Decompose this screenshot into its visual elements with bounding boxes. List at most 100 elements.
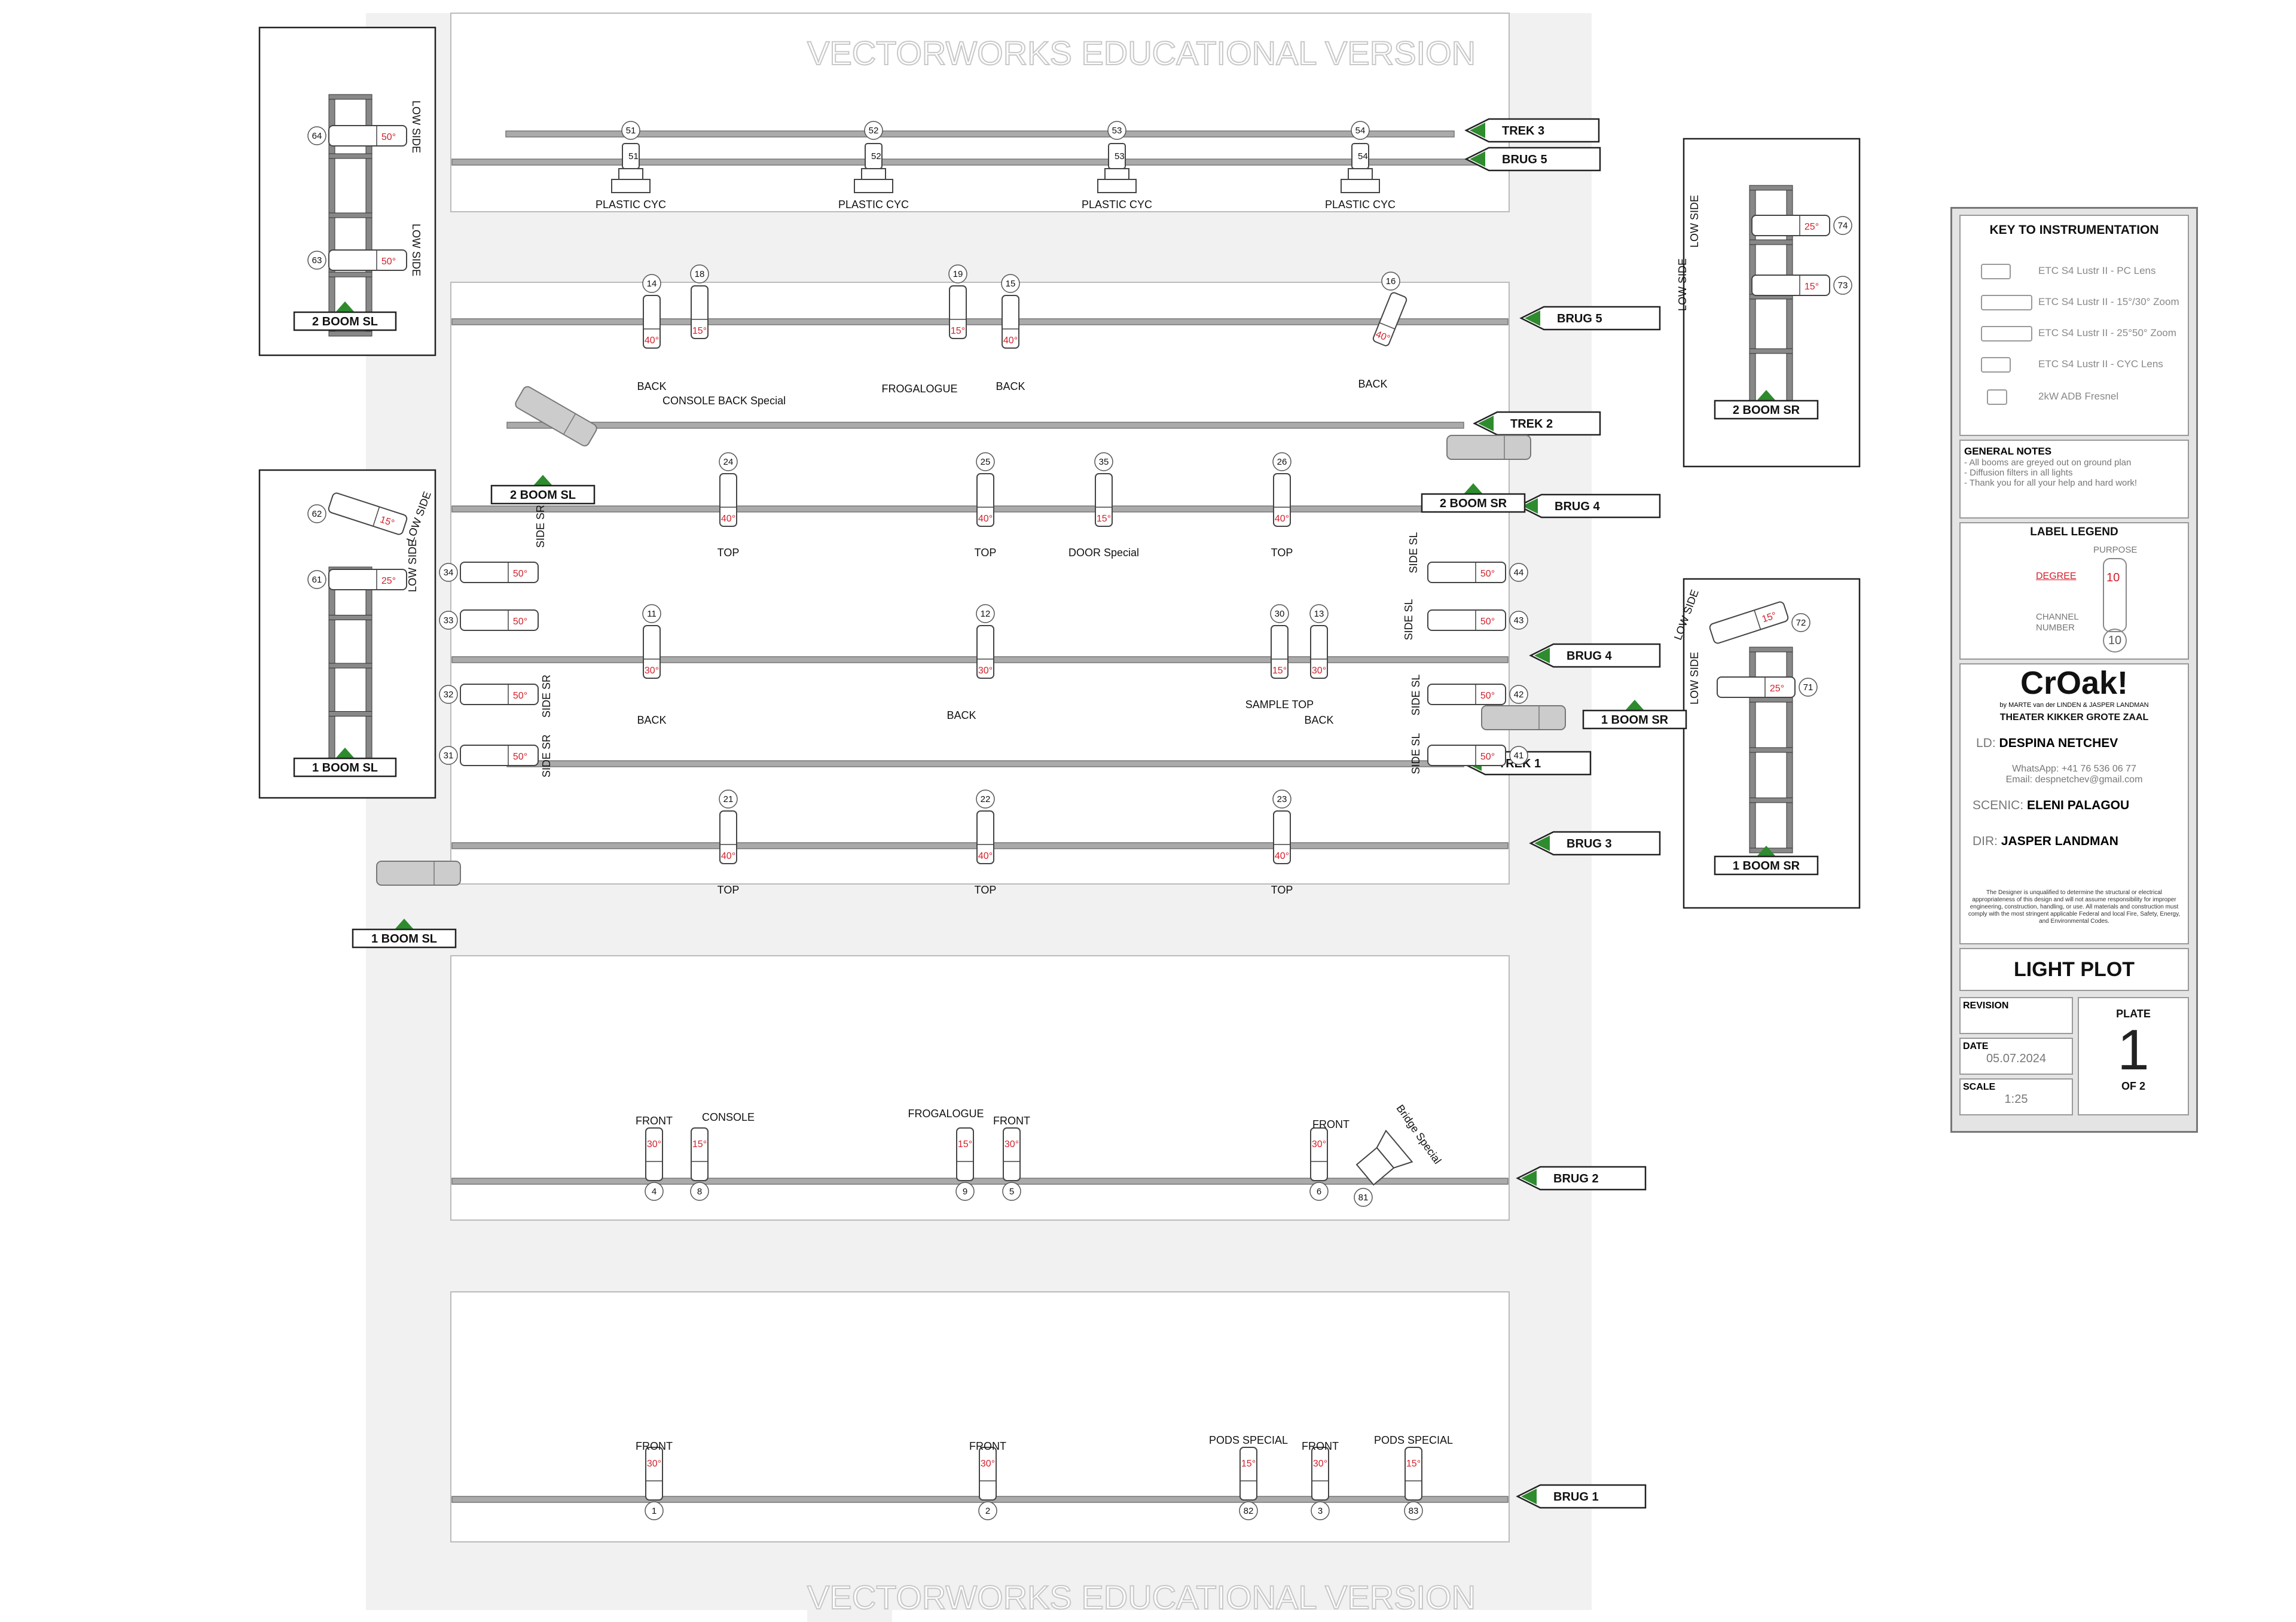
plot-title-box: LIGHT PLOT xyxy=(1959,948,2189,991)
ld-label: LD: xyxy=(1976,736,1996,750)
key-item-2: ETC S4 Lustr II - 15°/30° Zoom xyxy=(2038,296,2179,307)
pipe-label-trek2: TREK 2 xyxy=(1473,411,1601,436)
fixture-channel: 5 xyxy=(1009,1187,1014,1197)
pipe-label-text-trek3: TREK 3 xyxy=(1502,124,1544,138)
fixture-purpose: SAMPLE TOP xyxy=(1245,699,1314,711)
boom-label-text-b2sl: 2 BOOM SL xyxy=(312,315,378,328)
fixture-degree: 30° xyxy=(645,666,659,676)
key-box: KEY TO INSTRUMENTATION ETC S4 Lustr II -… xyxy=(1959,215,2189,436)
fixture-purpose: BACK xyxy=(996,380,1025,392)
fixture-channel: 8 xyxy=(697,1187,702,1197)
fixture-degree: 25° xyxy=(1805,222,1819,232)
fixture-degree: 50° xyxy=(513,752,527,762)
fixture-channel: 26 xyxy=(1277,457,1287,467)
pipe-trek2 xyxy=(506,422,1464,429)
fixture-purpose: PODS SPECIAL xyxy=(1374,1434,1453,1446)
key-item-5: 2kW ADB Fresnel xyxy=(2038,391,2119,402)
fixture-purpose: FRONT xyxy=(636,1440,673,1452)
fixture-degree: 30° xyxy=(1004,1139,1019,1150)
greyed-boom-unit xyxy=(1481,705,1566,730)
console-back-special-label: CONSOLE BACK Special xyxy=(662,395,786,407)
fixture-purpose: FRONT xyxy=(1302,1440,1339,1452)
fixture-purpose: PLASTIC CYC xyxy=(1082,199,1152,211)
boom-label-text-b1sl: 1 BOOM SL xyxy=(312,761,378,775)
section-brug2 xyxy=(450,955,1510,1221)
fixture-channel: 41 xyxy=(1514,751,1524,761)
fixture-purpose: FRONT xyxy=(1312,1118,1349,1130)
dir-label: DIR: xyxy=(1973,834,1998,848)
title-block: KEY TO INSTRUMENTATION ETC S4 Lustr II -… xyxy=(1950,207,2198,1133)
fixture-degree: 50° xyxy=(1480,617,1495,627)
legend-degree: DEGREE xyxy=(2036,571,2077,581)
fixture-purpose: TOP xyxy=(1271,884,1293,896)
fixture-degree: 40° xyxy=(721,851,735,861)
legend-fixture-icon xyxy=(2103,558,2127,632)
fixture-purpose: BACK xyxy=(637,380,666,392)
plate-label: PLATE xyxy=(2116,1008,2151,1020)
scale-box: SCALE 1:25 xyxy=(1959,1078,2073,1115)
boom-label-b2sl: 2 BOOM SL xyxy=(490,475,596,505)
show-info-box: CrOak! by MARTE van der LINDEN & JASPER … xyxy=(1959,663,2189,944)
fixture-channel: 62 xyxy=(312,509,322,519)
fixture-channel: 11 xyxy=(647,609,657,619)
fixture-degree: 15° xyxy=(958,1139,972,1150)
fixture-degree: 50° xyxy=(513,569,527,579)
fixture-channel: 72 xyxy=(1796,618,1806,628)
note-1: - All booms are greyed out on ground pla… xyxy=(1964,458,2132,468)
fixture-purpose: SIDE SL xyxy=(1410,674,1422,715)
pipe-label-brug3: BRUG 3 xyxy=(1529,831,1661,856)
fixture-purpose: CONSOLE xyxy=(702,1111,755,1123)
fixture-degree: 15° xyxy=(378,514,395,529)
greyed-boom-unit xyxy=(376,861,461,886)
fixture-purpose: BACK xyxy=(947,709,976,721)
fixture-purpose: LOW SIDE xyxy=(1689,652,1700,705)
fixture-18: 15°18 xyxy=(690,264,709,339)
fixture-degree: 25° xyxy=(1770,684,1784,694)
pipe-label-text-brug5a: BRUG 5 xyxy=(1502,153,1547,166)
fixture-channel: 4 xyxy=(652,1187,657,1197)
fixture-channel: 2 xyxy=(985,1506,990,1516)
fixture-33: 50°33 xyxy=(439,609,539,631)
scenic-label: SCENIC: xyxy=(1973,798,2024,812)
fixture-channel: 35 xyxy=(1099,457,1109,467)
fixture-degree: 40° xyxy=(978,851,993,861)
fixture-channel: 6 xyxy=(1317,1187,1321,1197)
fixture-type: 51 xyxy=(628,151,639,161)
pipe-label-text-brug3: BRUG 3 xyxy=(1567,837,1612,850)
show-title: CrOak! xyxy=(2020,665,2129,701)
light-plot-drawing: .t{font-family:"Liberation Sans",sans-se… xyxy=(258,13,1861,1622)
fixture-type: 52 xyxy=(871,151,881,161)
greyed-boom-unit xyxy=(515,386,597,447)
pipe-brug2 xyxy=(451,1178,1509,1185)
pipe-label-text-brug5b: BRUG 5 xyxy=(1557,312,1602,325)
fixture-degree: 15° xyxy=(951,326,965,336)
fixture-channel: 22 xyxy=(981,794,991,804)
note-2: - Diffusion filters in all lights xyxy=(1964,468,2073,478)
fixture-type: 54 xyxy=(1358,151,1368,161)
fixture-purpose: PODS SPECIAL xyxy=(1209,1434,1288,1446)
plate-number: 1 xyxy=(2117,1018,2150,1082)
fixture-purpose: LOW SIDE xyxy=(1677,258,1689,311)
boom-label-b1sl: 1 BOOM SL xyxy=(352,919,457,949)
fixture-channel: 52 xyxy=(869,126,879,136)
revision-box: REVISION xyxy=(1959,997,2073,1034)
fixture-degree: 15° xyxy=(1406,1459,1421,1469)
boom-label-b2sl: 2 BOOM SL xyxy=(293,301,397,331)
date-label: DATE xyxy=(1963,1041,1989,1051)
fixture-degree: 15° xyxy=(1805,282,1819,292)
